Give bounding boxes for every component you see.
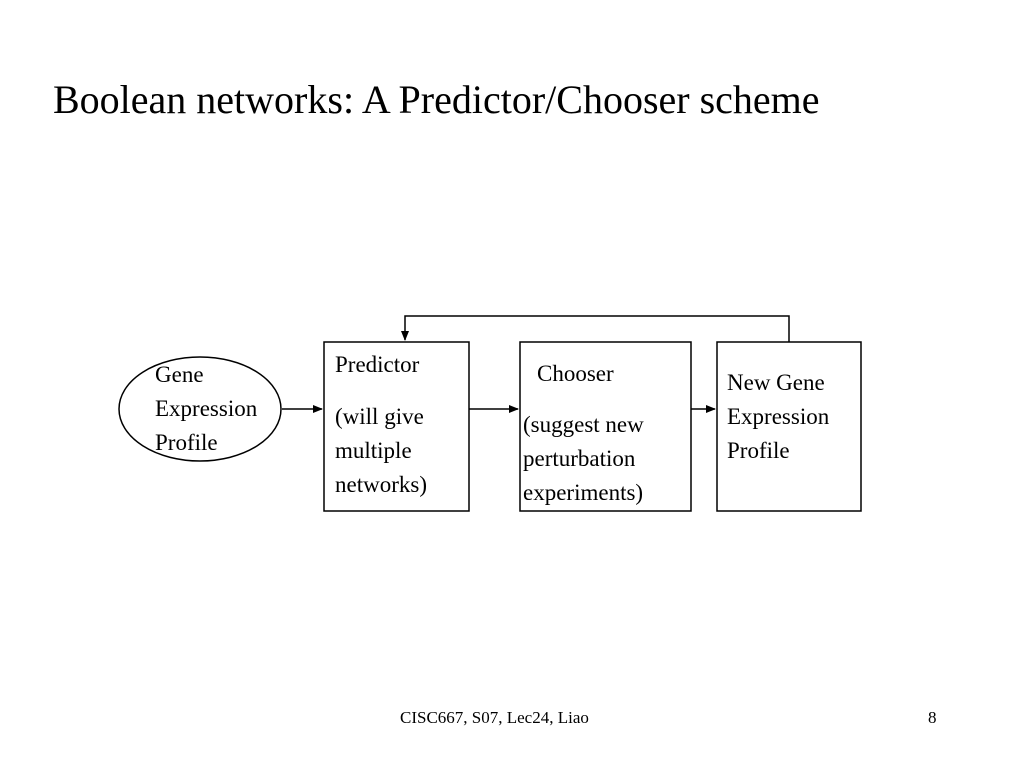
chooser-box — [519, 341, 692, 512]
predictor-description: (will give multiple networks) — [335, 400, 427, 502]
footer-course-label: CISC667, S07, Lec24, Liao — [400, 708, 589, 727]
input-ellipse — [118, 356, 282, 462]
output-label: New Gene Expression Profile — [727, 366, 829, 468]
chooser-description: (suggest new perturbation experiments) — [523, 408, 644, 510]
input-label-line: Profile — [155, 430, 218, 455]
output-label-line: New Gene — [727, 370, 825, 395]
predictor-box — [323, 341, 470, 512]
output-label-line: Expression — [727, 404, 830, 429]
input-label-line: Expression — [155, 396, 258, 421]
output-label-line: Profile — [727, 438, 790, 463]
chooser-description-line: experiments) — [523, 480, 644, 505]
predictor-description-line: networks) — [335, 472, 427, 497]
predictor-description-line: (will give — [335, 404, 424, 429]
feedback-arrow — [401, 315, 790, 342]
input-label-line: Gene — [155, 362, 204, 387]
slide-page-number: 8 — [928, 708, 937, 727]
chooser-description-line: (suggest new — [523, 412, 644, 437]
input-label: Gene Expression Profile — [155, 358, 257, 460]
predictor-description-line: multiple — [335, 438, 412, 463]
predictor-heading: Predictor — [335, 352, 420, 377]
chooser-heading: Chooser — [537, 361, 614, 386]
slide-title: Boolean networks: A Predictor/Chooser sc… — [53, 77, 820, 122]
chooser-description-line: perturbation — [523, 446, 636, 471]
